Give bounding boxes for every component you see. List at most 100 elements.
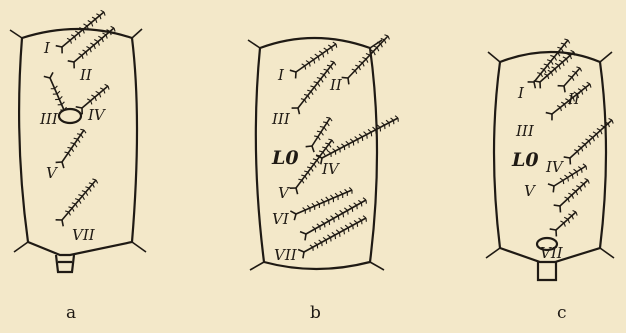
flagellum-barb [310, 57, 313, 59]
flagellum-barb [317, 224, 320, 226]
flagellum-barb [310, 245, 313, 247]
flagellum-barb [581, 169, 582, 173]
flagellum-barb [576, 186, 580, 188]
flagellum-barb [563, 180, 564, 184]
flagellum-barb [585, 144, 586, 148]
flagellum-base [306, 146, 312, 147]
flagellum-barb [104, 90, 105, 94]
panel-c-label-V: V [524, 182, 537, 200]
flagellum [56, 10, 105, 53]
flagellum-barb [55, 86, 58, 89]
flagellum-barb [321, 79, 323, 83]
flagellum-barb [544, 64, 548, 65]
flagellum-barb [597, 129, 601, 131]
panel-a-label-III: III [39, 110, 59, 128]
flagellum-barb [577, 172, 578, 176]
flagellum-barb [582, 85, 585, 87]
flagellum-barb [325, 143, 329, 144]
flagellum-barb [94, 40, 98, 42]
flagellum-barb [559, 65, 560, 69]
flagellum-stalk [298, 62, 334, 108]
flagellum-barb [560, 107, 561, 111]
flagellum-barb [76, 204, 78, 208]
flagellum-barb [366, 53, 370, 55]
flagellum-barb [381, 44, 383, 48]
panel-a-vacuole [59, 109, 81, 123]
flagellum-barb [561, 43, 565, 44]
flagellum-barb [305, 100, 307, 103]
flagellum-barb [75, 199, 79, 200]
panel-b-caption: b [310, 303, 321, 323]
flagellum-barb [593, 137, 595, 141]
flagellum-barb [312, 227, 315, 229]
flagellum-barb [326, 197, 329, 200]
flagellum-barb [330, 195, 333, 198]
flagellum-base [348, 78, 349, 84]
flagellum-barb [363, 63, 365, 67]
flagellum-barb [576, 191, 578, 195]
flagellum [44, 72, 67, 110]
panel-b-label-V: V [278, 184, 291, 202]
flagellum-barb [96, 14, 99, 16]
flagellum-barb [572, 189, 576, 191]
flagellum-barb [589, 141, 590, 145]
flagellum-barb [548, 70, 552, 72]
flagellum-barb [335, 235, 336, 239]
flagellum-barb [343, 213, 344, 217]
flagellum-barb [580, 182, 584, 184]
flagellum-barb [384, 40, 386, 44]
flagellum-barb [70, 143, 74, 144]
flagellum-barb [576, 73, 578, 77]
flagellum-barb [584, 184, 585, 188]
flagellum-barb [335, 193, 338, 196]
flagellum-base [298, 250, 304, 252]
flagellum-barb [57, 91, 60, 94]
flagellum-base [76, 107, 82, 108]
flagellum-barb [582, 142, 586, 144]
flagellum-barb [69, 212, 71, 215]
flagellum-barb [551, 72, 552, 76]
flagellum-barb [314, 60, 315, 64]
flagellum-barb [348, 228, 349, 232]
flagellum-barb [69, 207, 73, 208]
flagellum-barb [368, 129, 371, 132]
flagellum-barb [568, 76, 572, 77]
flagellum-barb [84, 130, 86, 133]
flagellum-barb [81, 135, 83, 138]
flagellum-barb [568, 214, 572, 216]
flagellum-base [534, 82, 535, 88]
flagellum-barb [363, 216, 366, 218]
flagellum-base [290, 211, 296, 214]
flagellum-barb [550, 55, 554, 56]
flagellum-barb [339, 233, 340, 237]
flagellum-barb [359, 134, 362, 137]
flagellum-barb [100, 16, 101, 20]
flagellum-base [564, 86, 565, 92]
flagellum-barb [82, 196, 84, 200]
flagellum-barb [570, 55, 571, 59]
flagellum-barb [71, 148, 73, 151]
flagellum-barb [382, 122, 385, 125]
panel-b-label-VI: VI [272, 210, 290, 228]
flagellum-barb [581, 148, 582, 152]
flagellum-barb [574, 150, 577, 152]
flagellum-barb [537, 73, 541, 74]
flagellum-barb [565, 104, 566, 108]
flagellum-barb [307, 90, 311, 91]
flagellum-barb [554, 57, 556, 61]
flagellum-barb [565, 44, 567, 47]
flagellum-barb [90, 43, 94, 45]
flagellum-barb [568, 193, 572, 195]
flagellum-barb [564, 175, 567, 177]
flagellum-barb [358, 200, 361, 202]
flagellum-barb [305, 176, 307, 179]
flagellum-barb [319, 51, 322, 53]
flagellum-barb [308, 95, 310, 98]
flagellum-barb [576, 67, 580, 68]
flagellum-barb [586, 87, 587, 91]
flagellum-barb [559, 60, 563, 62]
flagellum-barb [573, 210, 576, 212]
panel-a-label-II: II [79, 66, 93, 84]
flagellum-barb [327, 50, 328, 54]
